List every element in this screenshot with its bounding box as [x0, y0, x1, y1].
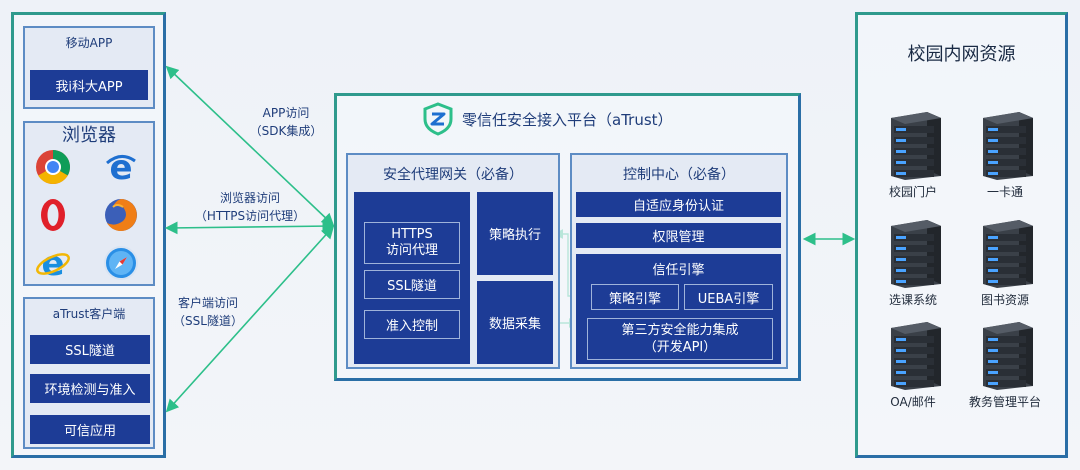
server-icon	[983, 322, 1033, 390]
server-icon	[983, 112, 1033, 180]
client-access-label: 客户端访问 （SSL隧道）	[158, 294, 258, 330]
browser-access-label-line2: （HTTPS访问代理）	[194, 209, 306, 223]
client-access-label-line2: （SSL隧道）	[173, 314, 243, 328]
server-item: 校园门户	[863, 110, 963, 202]
third-party-integration-box[interactable]: 第三方安全能力集成 （开发API）	[587, 318, 773, 360]
mobile-app-button[interactable]: 我i科大APP	[30, 70, 148, 100]
client-access-arrow	[165, 225, 335, 413]
browser-access-arrow	[164, 219, 336, 235]
server-label: 一卡通	[986, 185, 1023, 199]
atrust-client-panel: aTrust客户端 SSL隧道 环境检测与准入 可信应用	[23, 297, 155, 449]
edge-icon: e	[106, 149, 136, 185]
app-access-arrow	[165, 65, 335, 227]
access-control-box[interactable]: 准入控制	[364, 310, 460, 339]
client-env-check[interactable]: 环境检测与准入	[30, 374, 150, 403]
browser-access-label-line1: 浏览器访问	[219, 191, 280, 205]
atrust-logo-icon	[423, 102, 453, 136]
opera-icon	[41, 199, 65, 231]
server-label: OA/邮件	[890, 395, 936, 409]
adaptive-auth-box[interactable]: 自适应身份认证	[576, 192, 781, 217]
safari-icon	[104, 246, 138, 280]
browser-access-label: 浏览器访问 （HTTPS访问代理）	[180, 189, 320, 225]
browser-panel: 浏览器 e e	[23, 121, 155, 286]
ueba-engine-box[interactable]: UEBA引擎	[684, 284, 773, 310]
policy-exec-box[interactable]: 策略执行	[477, 192, 553, 275]
server-label: 教务管理平台	[968, 395, 1041, 409]
server-label: 校园门户	[888, 185, 937, 199]
resources-title: 校园内网资源	[907, 44, 1016, 65]
server-item: 教务管理平台	[955, 320, 1055, 412]
server-item: 一卡通	[955, 110, 1055, 202]
atrust-client-title: aTrust客户端	[52, 306, 126, 321]
https-proxy-box[interactable]: HTTPS 访问代理	[364, 222, 460, 264]
server-item: OA/邮件	[863, 320, 963, 412]
client-ssl-tunnel[interactable]: SSL隧道	[30, 335, 150, 364]
permission-box[interactable]: 权限管理	[576, 223, 781, 248]
data-collect-box[interactable]: 数据采集	[477, 281, 553, 364]
chrome-icon	[36, 150, 70, 184]
firefox-icon	[105, 199, 137, 231]
server-icon	[891, 220, 941, 288]
server-item: 选课系统	[863, 218, 963, 310]
client-trusted-app[interactable]: 可信应用	[30, 415, 150, 444]
gateway-ssl-tunnel-box[interactable]: SSL隧道	[364, 270, 460, 299]
app-access-label: APP访问 （SDK集成）	[236, 104, 336, 140]
server-item: 图书资源	[955, 218, 1055, 310]
policy-engine-box[interactable]: 策略引擎	[591, 284, 679, 310]
trust-engine-title: 信任引擎	[652, 263, 705, 278]
app-access-label-line1: APP访问	[262, 106, 310, 120]
server-label: 选课系统	[888, 293, 937, 307]
mobile-app-panel: 移动APP 我i科大APP	[23, 26, 155, 109]
client-access-label-line1: 客户端访问	[177, 296, 238, 310]
server-label: 图书资源	[980, 293, 1029, 307]
browser-title: 浏览器	[62, 125, 116, 146]
control-center-title: 控制中心（必备）	[623, 167, 735, 183]
gateway-title: 安全代理网关（必备）	[383, 167, 523, 183]
mobile-app-title: 移动APP	[65, 35, 113, 50]
ie-icon: e	[36, 245, 70, 281]
server-icon	[891, 322, 941, 390]
server-icon	[891, 112, 941, 180]
app-access-label-line2: （SDK集成）	[249, 124, 323, 138]
platform-title: 零信任安全接入平台（aTrust）	[462, 110, 673, 129]
server-icon	[983, 220, 1033, 288]
